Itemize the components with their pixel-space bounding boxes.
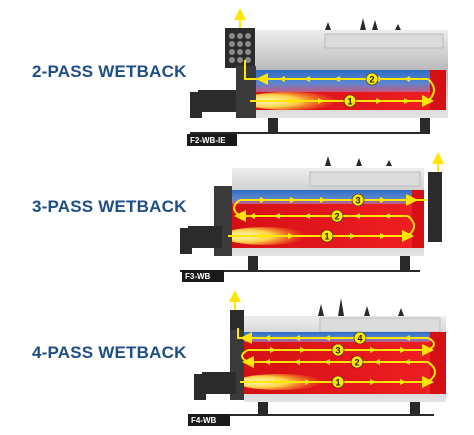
rear-chamber <box>430 332 446 394</box>
burner <box>202 372 236 394</box>
rear-chamber <box>430 70 446 110</box>
model-label: F3-WB <box>185 272 211 281</box>
pass-number-2: 2 <box>334 212 339 222</box>
burner <box>198 90 238 112</box>
model-label: F2-WB-IE <box>190 136 226 145</box>
model-label: F4-WB <box>191 416 217 425</box>
pass-number-3: 3 <box>335 346 340 356</box>
pass-number-4: 4 <box>357 334 362 344</box>
boiler-3pass: 1 2 3 F3-WB <box>180 152 444 282</box>
boiler-title-2pass: 2-PASS WETBACK <box>32 62 187 81</box>
boiler-title-3pass: 3-PASS WETBACK <box>32 197 187 216</box>
pass-number-1: 1 <box>335 378 340 388</box>
pass-number-3: 3 <box>355 196 360 206</box>
water-zone <box>255 70 430 92</box>
pass-number-2: 2 <box>369 75 374 85</box>
boiler-4pass: 1 2 3 4 F4-WB <box>188 290 446 426</box>
pass-number-1: 1 <box>347 97 352 107</box>
burner <box>188 226 222 248</box>
pass-number-2: 2 <box>354 358 359 368</box>
boiler-title-4pass: 4-PASS WETBACK <box>32 343 187 362</box>
boiler-2pass: 1 2 F2-WB-IE <box>187 8 448 146</box>
pass-number-1: 1 <box>324 232 329 242</box>
rear-chamber <box>412 190 424 248</box>
